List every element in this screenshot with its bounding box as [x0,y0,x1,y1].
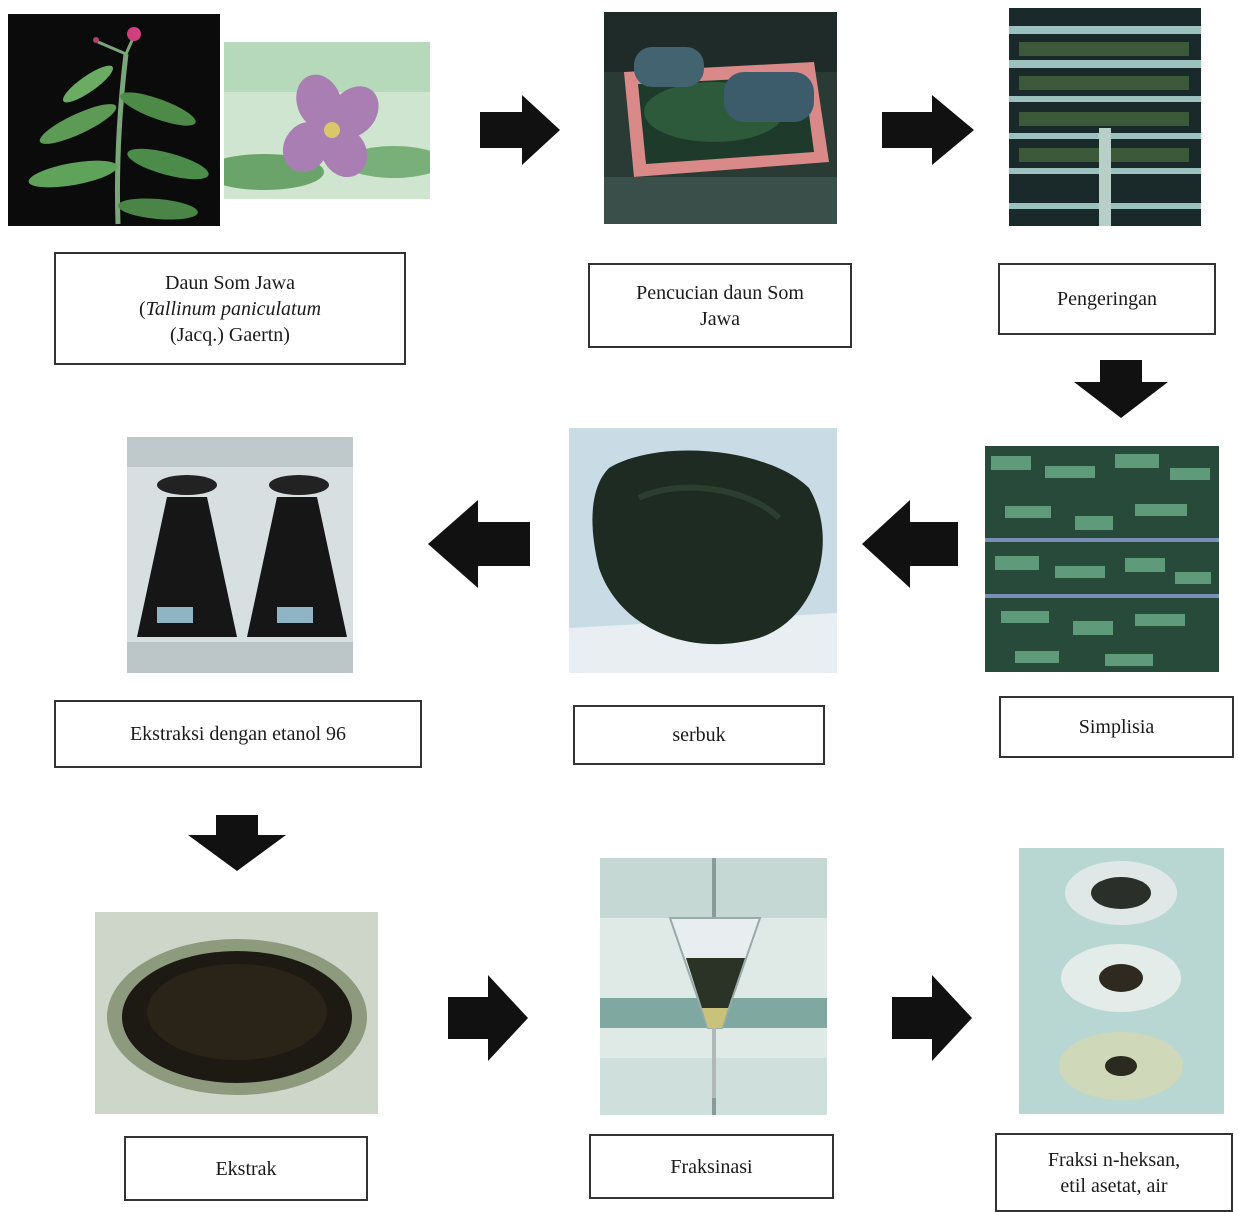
arrow-left-icon [862,500,958,588]
washing-photo [604,12,837,224]
arrow-down-icon [1074,360,1168,418]
plant-name: Daun Som Jawa [165,270,295,296]
extraction-label-text: Ekstraksi dengan etanol 96 [130,721,346,747]
arrow-right-icon [882,95,974,165]
fractions-label-line1: Fraksi n-heksan, [1048,1147,1180,1173]
extract-photo [95,912,378,1114]
powder-label-text: serbuk [672,722,725,748]
powder-photo [569,428,837,673]
washing-label: Pencucian daun Som Jawa [588,263,852,348]
extraction-photo [127,437,353,673]
fractionation-label: Fraksinasi [589,1134,834,1199]
fractionation-photo [600,858,827,1115]
fractions-photo [1019,848,1224,1114]
arrow-right-icon [448,975,528,1061]
extraction-label: Ekstraksi dengan etanol 96 [54,700,422,768]
arrow-left-icon [428,500,530,588]
drying-label: Pengeringan [998,263,1216,335]
drying-label-text: Pengeringan [1057,286,1157,312]
powder-label: serbuk [573,705,825,765]
simplisia-photo [985,446,1219,672]
arrow-down-icon [188,815,286,871]
simplisia-label: Simplisia [999,696,1234,758]
extract-label: Ekstrak [124,1136,368,1201]
plant-authority: (Jacq.) Gaertn) [170,322,290,348]
arrow-right-icon [480,95,560,165]
plant-species: Tallinum paniculatum [146,298,321,320]
flower-photo [224,42,430,199]
simplisia-label-text: Simplisia [1079,714,1155,740]
fractionation-label-text: Fraksinasi [670,1154,752,1180]
washing-label-line1: Pencucian daun Som [636,280,804,306]
extract-label-text: Ekstrak [215,1156,276,1182]
drying-photo [1009,8,1201,226]
arrow-right-icon [892,975,972,1061]
fractions-label-line2: etil asetat, air [1060,1173,1167,1199]
plant-photo [8,14,220,226]
plant-label: Daun Som Jawa (Tallinum paniculatum (Jac… [54,252,406,365]
washing-label-line2: Jawa [700,306,740,332]
fractions-label: Fraksi n-heksan, etil asetat, air [995,1133,1233,1212]
